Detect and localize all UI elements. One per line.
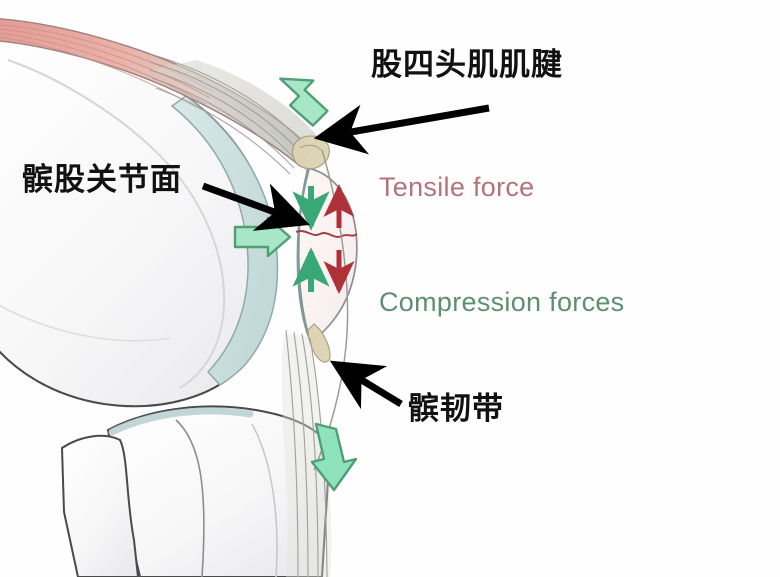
quadriceps-tendon [149, 53, 328, 175]
label-patellar-ligament: 髌韧带 [408, 391, 504, 427]
tibia [106, 405, 332, 577]
fibula [60, 434, 140, 577]
quadriceps-tendon-callout-arrow [313, 104, 490, 155]
label-tensile-force: Tensile force [379, 172, 535, 202]
patella-transverse-wavy-line [295, 230, 358, 238]
patellar-ligament-callout-arrow [329, 360, 403, 410]
label-patellofemoral-joint-surface: 髌股关节面 [22, 162, 182, 198]
patellofemoral-joint-callout-arrow [201, 182, 310, 231]
label-compression-forces: Compression forces [379, 287, 625, 317]
label-quadriceps-tendon: 股四头肌肌腱 [371, 47, 563, 83]
block-arrow-inferior [310, 422, 358, 492]
